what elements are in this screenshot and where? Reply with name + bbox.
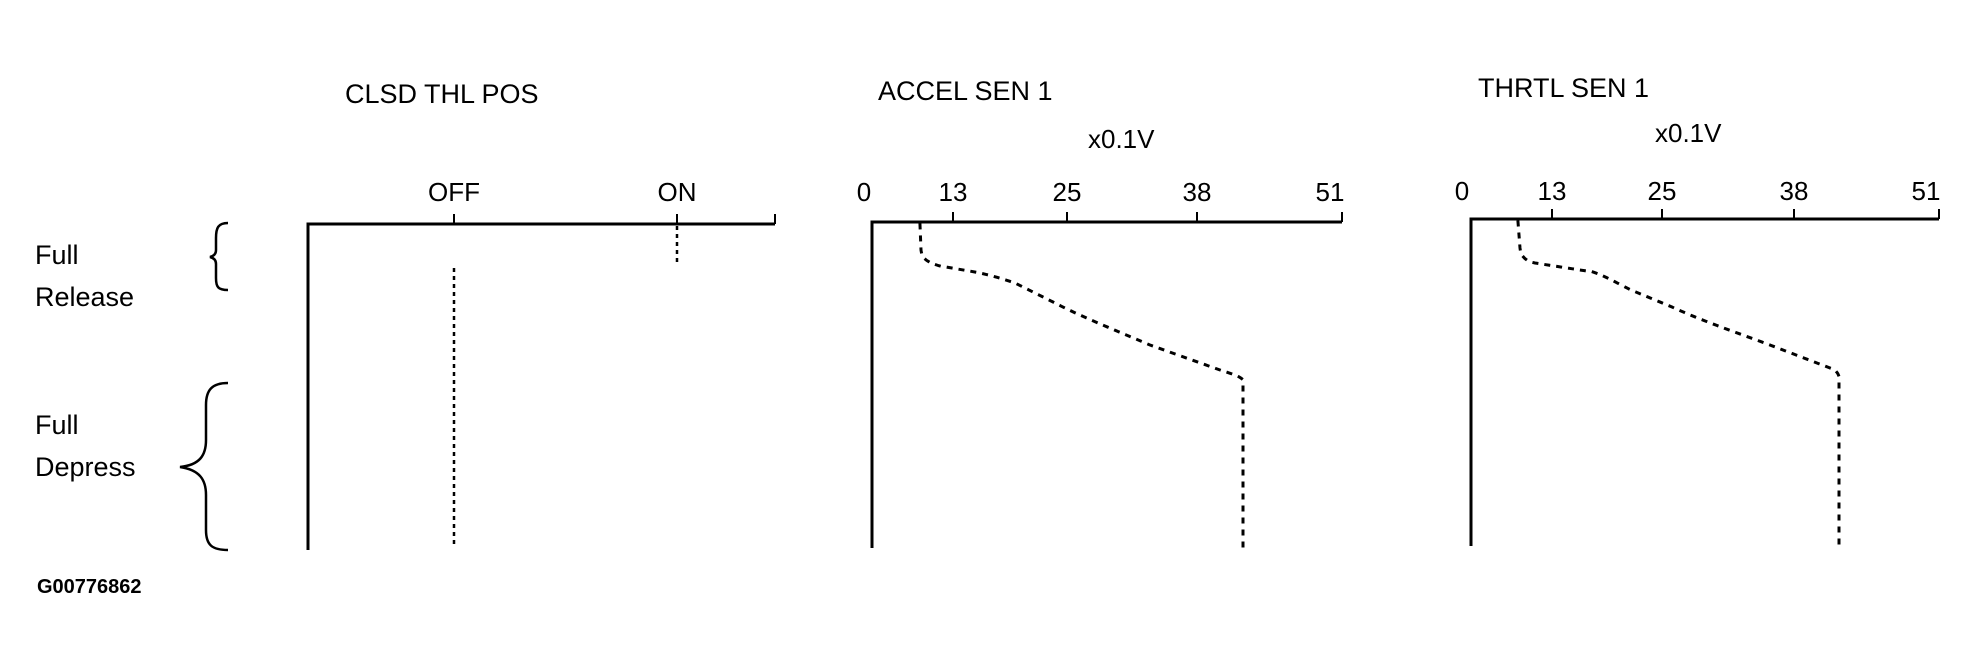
svg-text:25: 25 [1648,176,1677,206]
panel-title: CLSD THL POS [345,79,539,109]
figure-id: G00776862 [37,576,142,598]
svg-text:0: 0 [857,177,871,207]
tick-label-off: OFF [428,177,480,207]
panel-accel-sen-1: ACCEL SEN 1 x0.1V 0 13 25 38 51 [857,76,1345,548]
brace-full-release-icon [209,221,229,292]
unit-label: x0.1V [1655,118,1722,148]
axis [1469,217,1939,546]
svg-text:38: 38 [1780,176,1809,206]
panel-title: THRTL SEN 1 [1478,73,1649,103]
row-label-full-depress: Full Depress [35,410,136,482]
panel-title: ACCEL SEN 1 [878,76,1053,106]
trace-thrtl [1516,220,1841,546]
svg-text:13: 13 [939,177,968,207]
svg-text:Depress: Depress [35,452,136,482]
row-label-full-release: Full Release [35,240,134,312]
axis [870,220,1342,548]
tick-label-on: ON [658,177,697,207]
svg-text:38: 38 [1183,177,1212,207]
svg-text:13: 13 [1538,176,1567,206]
svg-text:Release: Release [35,282,134,312]
trace-accel [918,223,1245,548]
brace-full-depress-icon [179,381,229,552]
axis [306,222,775,550]
svg-text:51: 51 [1316,177,1345,207]
panel-clsd-thl-pos: CLSD THL POS OFF ON [306,79,776,550]
unit-label: x0.1V [1088,124,1155,154]
svg-text:51: 51 [1912,176,1941,206]
svg-text:Full: Full [35,240,79,270]
svg-text:25: 25 [1053,177,1082,207]
panel-thrtl-sen-1: THRTL SEN 1 x0.1V 0 13 25 38 51 [1455,73,1941,546]
svg-text:Full: Full [35,410,79,440]
svg-text:0: 0 [1455,176,1469,206]
